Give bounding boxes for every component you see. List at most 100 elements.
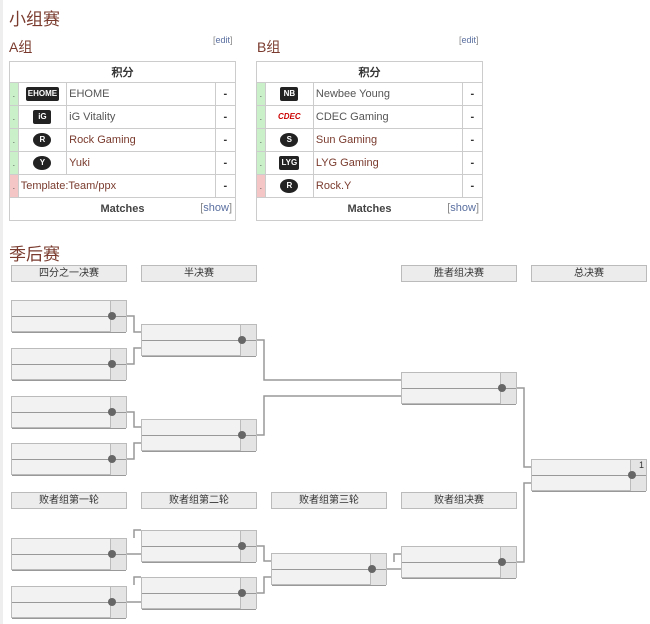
group-a-edit: [edit] — [213, 35, 233, 45]
info-icon[interactable] — [108, 455, 116, 463]
match-slot[interactable] — [142, 436, 256, 452]
info-icon[interactable] — [498, 384, 506, 392]
bracket-match[interactable] — [401, 372, 517, 405]
match-slot[interactable] — [12, 365, 126, 381]
matches-footer: Matches[show] — [9, 197, 236, 221]
match-slot[interactable] — [12, 413, 126, 429]
playoffs-title: 季后赛 — [9, 245, 60, 264]
score-cell — [110, 317, 126, 332]
score-cell — [500, 389, 516, 404]
edit-link[interactable]: edit — [461, 35, 477, 45]
game-number: 1 — [638, 460, 644, 470]
team-logo-icon: Y — [17, 151, 68, 175]
match-slot[interactable] — [142, 341, 256, 357]
score-cell — [110, 365, 126, 380]
info-icon[interactable] — [498, 558, 506, 566]
round-header: 败者组第三轮 — [271, 492, 387, 509]
match-slot[interactable] — [402, 563, 516, 579]
bracket-match[interactable] — [11, 300, 127, 333]
info-icon[interactable] — [108, 550, 116, 558]
score-cell — [500, 563, 516, 578]
standings-header: 积分 — [256, 61, 483, 83]
match-slot[interactable] — [402, 389, 516, 405]
team-name-link[interactable]: EHOME — [66, 82, 216, 106]
team-logo-icon: R — [17, 128, 68, 152]
round-header: 四分之一决赛 — [11, 265, 127, 282]
info-icon[interactable] — [238, 431, 246, 439]
bracket-match[interactable] — [11, 348, 127, 381]
team-name-link[interactable]: Sun Gaming — [312, 128, 463, 152]
match-slot[interactable] — [272, 570, 386, 586]
team-score: - — [461, 128, 484, 152]
team-row: .Template:Team/ppx- — [9, 174, 237, 198]
matches-label: Matches — [100, 203, 145, 215]
info-icon[interactable] — [238, 542, 246, 550]
info-icon[interactable] — [368, 565, 376, 573]
match-slot[interactable] — [12, 555, 126, 571]
match-slot[interactable] — [12, 603, 126, 619]
score-cell — [240, 436, 256, 451]
match-slot[interactable] — [142, 594, 256, 610]
team-logo-icon: S — [264, 128, 314, 152]
team-score: - — [214, 151, 237, 175]
info-icon[interactable] — [238, 336, 246, 344]
bracket-match[interactable] — [271, 553, 387, 586]
bracket-match[interactable] — [11, 443, 127, 476]
grand-final-match[interactable]: 1 — [531, 459, 647, 492]
score-cell — [110, 603, 126, 618]
info-icon[interactable] — [628, 471, 636, 479]
bracket-match[interactable] — [11, 396, 127, 429]
info-icon[interactable] — [108, 598, 116, 606]
bracket-match[interactable] — [11, 586, 127, 619]
bracket-connectors — [127, 315, 531, 603]
edit-link[interactable]: edit — [215, 35, 231, 45]
bracket-match[interactable] — [141, 530, 257, 563]
team-name-link[interactable]: Template:Team/ppx — [17, 174, 216, 198]
round-header: 半决赛 — [141, 265, 257, 282]
score-cell — [240, 594, 256, 609]
info-icon[interactable] — [108, 360, 116, 368]
match-slot[interactable] — [12, 460, 126, 476]
score-cell — [630, 476, 646, 491]
round-header: 败者组第二轮 — [141, 492, 257, 509]
bracket-match[interactable] — [141, 324, 257, 357]
bracket-match[interactable] — [11, 538, 127, 571]
matches-footer: Matches[show] — [256, 197, 483, 221]
info-icon[interactable] — [108, 312, 116, 320]
info-icon[interactable] — [108, 408, 116, 416]
score-cell — [240, 341, 256, 356]
team-name-link[interactable]: Yuki — [66, 151, 216, 175]
round-header: 败者组决赛 — [401, 492, 517, 509]
bracket-match[interactable] — [141, 577, 257, 610]
bracket-match[interactable] — [401, 546, 517, 579]
team-name-link[interactable]: Newbee Young — [312, 82, 463, 106]
bracket-match[interactable] — [141, 419, 257, 452]
round-header: 胜者组决赛 — [401, 265, 517, 282]
team-logo-icon: CDEC — [264, 105, 314, 129]
score-cell — [370, 570, 386, 585]
team-name-link[interactable]: Rock.Y — [312, 174, 463, 198]
team-logo-icon: EHOME — [17, 82, 68, 106]
group-a-title: A组 — [9, 39, 33, 55]
round-header: 总决赛 — [531, 265, 647, 282]
show-matches-link[interactable]: show — [203, 202, 229, 214]
matches-label: Matches — [347, 203, 392, 215]
score-cell — [110, 460, 126, 475]
score-cell — [240, 547, 256, 562]
group-b-edit: [edit] — [459, 35, 479, 45]
info-icon[interactable] — [238, 589, 246, 597]
round-header: 败者组第一轮 — [11, 492, 127, 509]
match-slot[interactable] — [12, 317, 126, 333]
match-slot[interactable] — [142, 547, 256, 563]
score-cell — [110, 555, 126, 570]
show-matches-link[interactable]: show — [450, 202, 476, 214]
match-slot[interactable] — [532, 476, 646, 492]
group-stage-title: 小组赛 — [9, 10, 60, 29]
